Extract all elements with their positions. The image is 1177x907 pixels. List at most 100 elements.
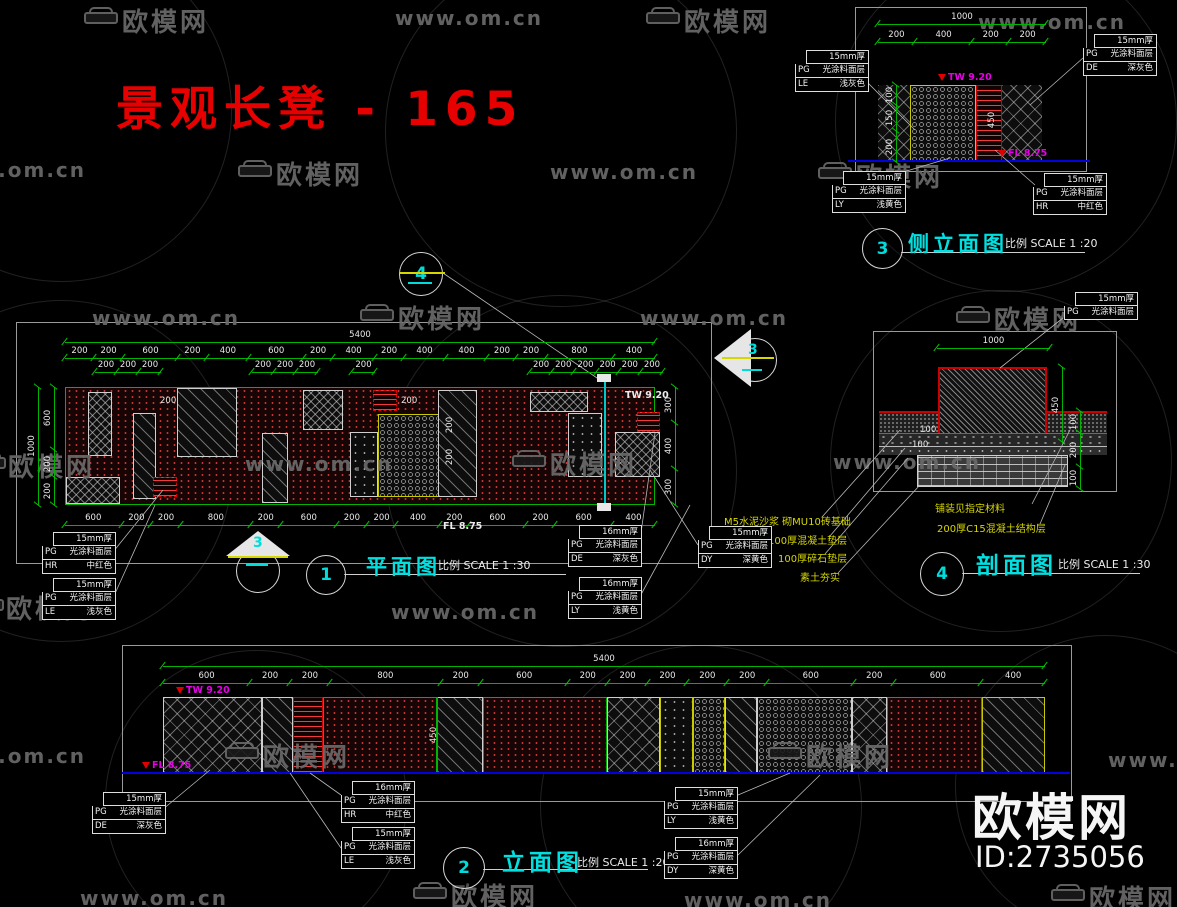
elev-seg-diagonal	[262, 697, 293, 773]
watermark-url: www.om.cn	[684, 888, 833, 907]
plan-block-diagonal	[438, 390, 477, 497]
watermark-url: www.om.cn	[80, 886, 229, 907]
side-view-bubble: 3	[862, 228, 903, 269]
plan-inner-dim: 200	[445, 416, 456, 434]
section-note: 200厚C15混凝土结构层	[937, 524, 1046, 535]
plan-block-crosshatch	[303, 390, 343, 430]
watermark-url: www.om.cn	[92, 306, 241, 330]
cut-marker-yellow-line	[722, 357, 774, 359]
section-concrete-layer	[879, 446, 1107, 455]
watermark-url: www.om.cn	[245, 452, 394, 476]
elev-seg-red-dots	[483, 697, 607, 773]
sofa-icon	[84, 7, 118, 24]
side-fl-level: FL 8.75	[998, 148, 1047, 159]
side-view-title: 侧立面图	[908, 232, 1008, 256]
sofa-icon	[1051, 884, 1085, 901]
section-note: 100厚碎石垫层	[778, 554, 848, 565]
site-id: ID:2735056	[975, 840, 1145, 874]
elev-tw-level: TW 9.20	[176, 685, 230, 696]
plan-block-dotted	[568, 413, 602, 477]
cut-marker-dash	[742, 369, 762, 371]
level-triangle-icon	[142, 762, 150, 769]
sofa-icon	[238, 160, 272, 177]
side-title-underline	[901, 252, 1085, 253]
watermark-brand: 欧模网	[1089, 885, 1177, 907]
plan-title-underline	[344, 574, 566, 575]
elev-view-title: 立面图	[502, 850, 583, 876]
side-ground-line	[848, 160, 1090, 162]
section-inner-dim: 100	[920, 425, 937, 435]
plan-block-crosshatch	[66, 477, 120, 504]
watermark-brand: 欧模网	[263, 743, 351, 773]
plan-tw-level: TW 9.20	[625, 390, 669, 401]
dim-chain-plan-left-total: 1000	[26, 387, 39, 505]
sofa-icon	[646, 7, 680, 24]
plan-inner-dim: 200	[445, 448, 456, 466]
plan-block-diagonal	[262, 433, 288, 503]
elev-seg-red-dots	[887, 697, 982, 773]
dim-chain-plan-total: 5400	[65, 330, 655, 343]
section-view-scale: 比例 SCALE 1 :30	[1058, 558, 1151, 571]
plan-inner-dim: 200	[401, 396, 418, 406]
sofa-icon	[0, 594, 4, 611]
cut-bubble-4: 4	[399, 252, 443, 296]
section-note: M5水泥沙浆 砌MU10砖基础	[724, 517, 851, 528]
dim-chain-elev-total: 5400	[163, 654, 1045, 667]
cut-marker-dash	[246, 564, 268, 566]
side-seg-crosshatch-right	[1002, 85, 1042, 162]
plan-block-crosshatch	[530, 392, 588, 412]
watermark-url: www.om.cn	[550, 160, 699, 184]
cut-line-handle	[597, 374, 611, 382]
plan-fl-level: FL 8.75	[443, 521, 483, 532]
section-note: 100厚混凝土垫层	[768, 536, 848, 547]
watermark-url: www.om.cn	[640, 306, 789, 330]
watermark-brand: 欧模网	[684, 8, 772, 38]
watermark-brand: 欧模网	[550, 451, 638, 481]
elev-height-dim: 450	[429, 726, 440, 744]
watermark-url: www.om.cn	[1108, 748, 1177, 772]
sofa-icon	[360, 304, 394, 321]
plan-view-bubble: 1	[306, 555, 346, 595]
section-brick-base	[917, 455, 1068, 487]
plan-view-scale: 比例 SCALE 1 :30	[438, 559, 531, 572]
elev-seg-red-ladder	[293, 697, 323, 773]
dim-chain-side-total: 1000	[878, 12, 1046, 25]
sofa-icon	[768, 742, 802, 759]
dim-chain-section-total: 1000	[937, 336, 1050, 349]
side-view-scale: 比例 SCALE 1 :20	[1005, 237, 1098, 250]
cut-bubble-4-dash	[408, 282, 432, 284]
watermark-ring	[830, 290, 1172, 632]
sofa-icon	[512, 450, 546, 467]
section-title-underline	[962, 573, 1140, 574]
plan-frame	[16, 322, 712, 564]
cut-marker-up-triangle	[226, 531, 290, 556]
watermark-url: www.om.cn	[833, 450, 982, 474]
section-note: 铺装见指定材料	[935, 504, 1005, 515]
section-paving-left	[879, 411, 938, 433]
plan-drain-box	[637, 412, 660, 432]
watermark-brand: 欧模网	[122, 8, 210, 38]
section-view-title: 剖面图	[976, 553, 1057, 579]
cut-marker-yellow-line	[228, 556, 288, 558]
section-inner-dim: 100	[912, 440, 929, 450]
plan-drain-box	[153, 477, 177, 497]
plan-block-diagonal	[133, 413, 156, 499]
watermark-url: www.om.cn	[391, 600, 540, 624]
watermark-brand: 欧模网	[276, 161, 364, 191]
sofa-icon	[225, 742, 259, 759]
cut-marker-number: 3	[748, 342, 758, 358]
watermark-url: www.om.cn	[395, 6, 544, 30]
dim-chain-section-height: 450	[1050, 367, 1063, 442]
cut-marker-number: 3	[253, 535, 263, 551]
